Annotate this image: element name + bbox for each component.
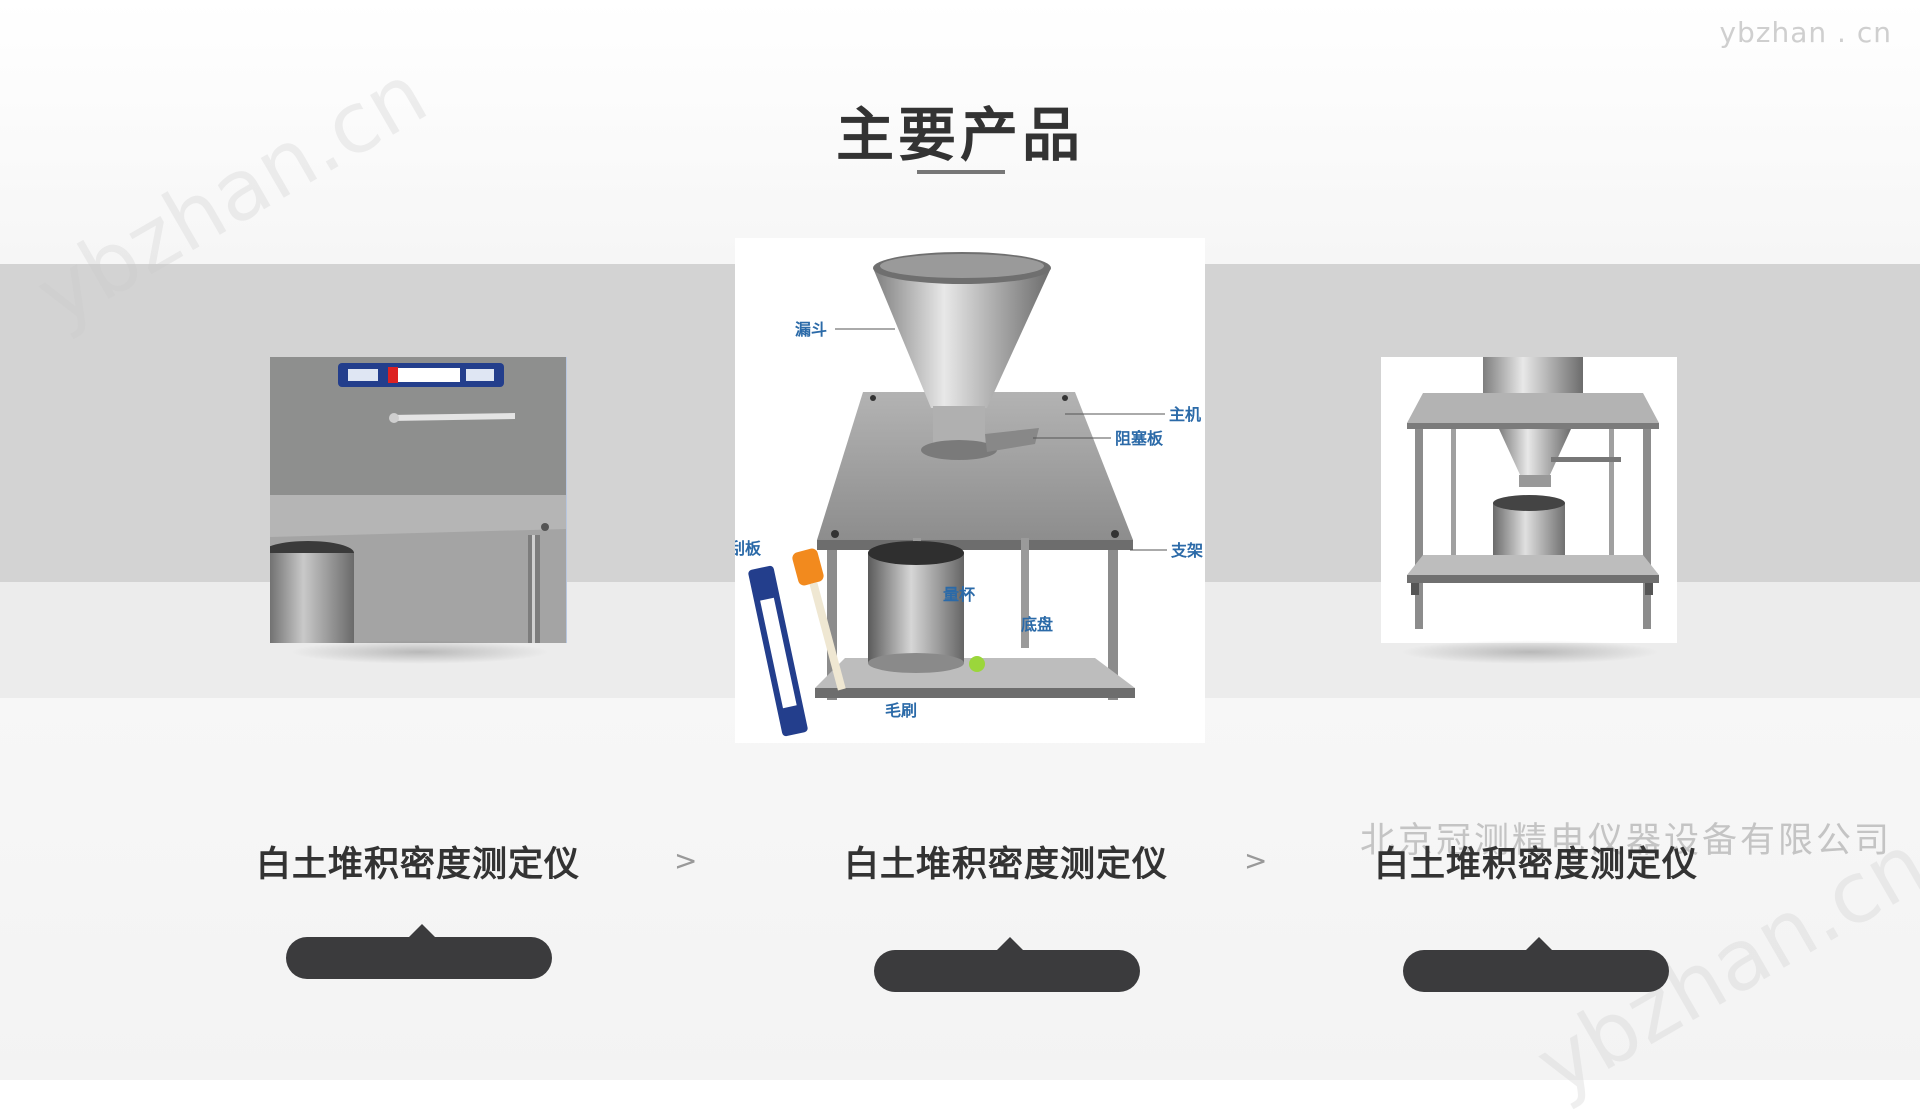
product-image-left[interactable] [270, 357, 567, 643]
label-main-unit: 主机 [1169, 405, 1201, 424]
label-brush: 毛刷 [885, 701, 917, 720]
product-button-right[interactable] [1403, 937, 1669, 992]
label-funnel: 漏斗 [795, 320, 827, 339]
product-photo-left [270, 357, 566, 643]
product-button-left[interactable] [286, 924, 552, 979]
label-stand: 支架 [1170, 541, 1203, 560]
product-image-right[interactable] [1381, 357, 1677, 643]
image-shadow-right [1400, 640, 1660, 664]
product-image-center[interactable]: 漏斗 主机 阻塞板 支架 刮板 量杯 底盘 毛刷 [735, 238, 1205, 743]
label-scraper: 刮板 [735, 539, 762, 558]
background-bottom [0, 698, 1920, 1080]
background-top [0, 0, 1920, 264]
page-title: 主要产品 [835, 101, 1084, 169]
label-stopper-plate: 阻塞板 [1115, 429, 1164, 448]
product-name-center: 白土堆积密度测定仪 [843, 845, 1168, 885]
product-button-center[interactable] [874, 937, 1140, 992]
product-name-left: 白土堆积密度测定仪 [255, 845, 580, 885]
separator-arrow-1: > [674, 844, 698, 877]
product-photo-center: 漏斗 主机 阻塞板 支架 刮板 量杯 底盘 毛刷 [735, 238, 1205, 743]
title-underline [917, 170, 1005, 174]
watermark-company: 北京冠测精电仪器设备有限公司 [1360, 821, 1893, 861]
watermark-corner: ybzhan . cn [1719, 16, 1892, 49]
product-name-right: 白土堆积密度测定仪 [1373, 845, 1698, 885]
image-shadow-left [290, 640, 550, 664]
product-photo-right [1381, 357, 1677, 643]
label-measuring-cup: 量杯 [943, 585, 976, 604]
label-base-plate: 底盘 [1021, 615, 1053, 634]
separator-arrow-2: > [1244, 844, 1268, 877]
